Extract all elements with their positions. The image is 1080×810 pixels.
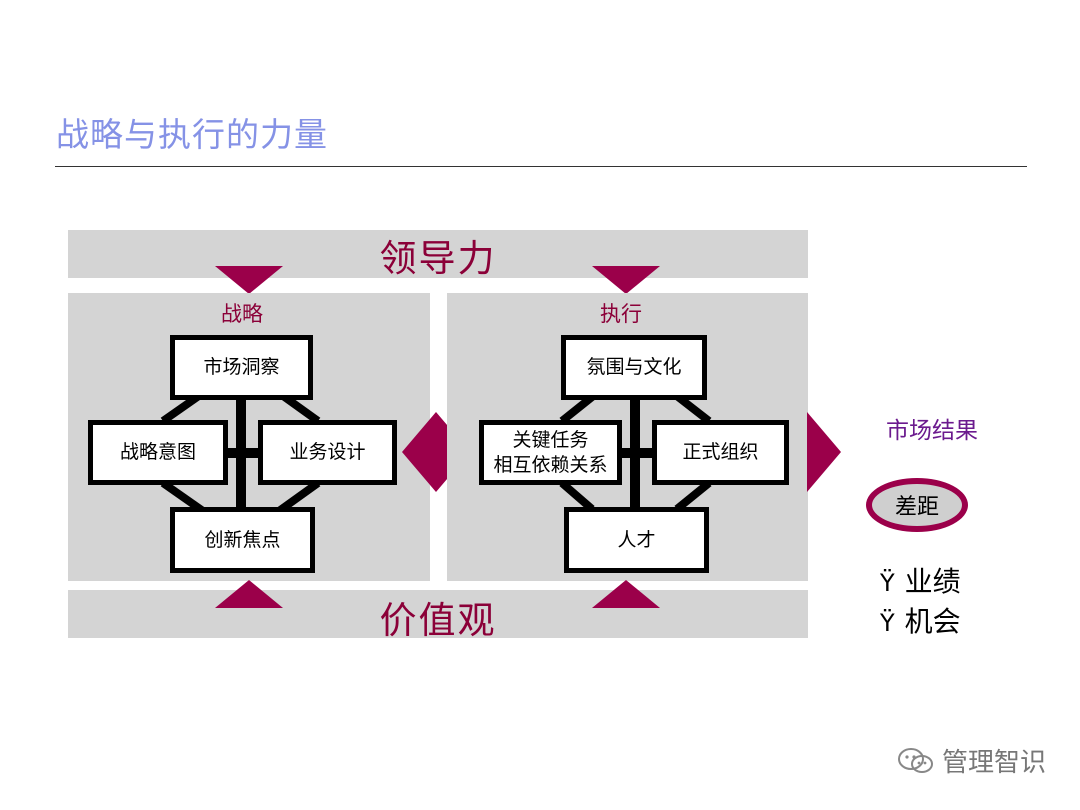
gap-ellipse: 差距 bbox=[866, 478, 968, 532]
critical-tasks-line1: 关键任务 bbox=[512, 428, 589, 451]
market-result-label: 市场结果 bbox=[886, 418, 978, 444]
wechat-icon bbox=[897, 747, 933, 773]
values-band bbox=[68, 590, 808, 638]
values-label: 价值观 bbox=[379, 599, 497, 642]
execution-diag-br bbox=[674, 479, 712, 513]
leadership-arrow-left bbox=[215, 266, 283, 294]
culture-box: 氛围与文化 bbox=[561, 335, 707, 400]
strategy-diag-br bbox=[276, 479, 321, 515]
title-divider bbox=[55, 166, 1027, 167]
bullet-text: 机会 bbox=[904, 605, 961, 638]
strategy-title: 战略 bbox=[221, 302, 263, 326]
leadership-label: 领导力 bbox=[379, 237, 497, 280]
bullet-performance: Ÿ 业绩 bbox=[880, 560, 961, 600]
formal-organization-box: 正式组织 bbox=[652, 420, 789, 485]
execution-title: 执行 bbox=[600, 302, 642, 326]
leadership-band bbox=[68, 230, 808, 278]
innovation-focus-box: 创新焦点 bbox=[170, 507, 315, 573]
bullet-mark: Ÿ bbox=[880, 609, 895, 637]
bullet-text: 业绩 bbox=[904, 565, 961, 598]
strategy-diag-bl bbox=[160, 479, 206, 515]
leadership-arrow-right bbox=[592, 266, 660, 294]
page-title: 战略与执行的力量 bbox=[56, 115, 328, 154]
gap-label: 差距 bbox=[894, 495, 939, 520]
values-arrow-right bbox=[592, 580, 660, 608]
critical-tasks-box: 关键任务 相互依赖关系 bbox=[479, 420, 622, 485]
execution-diag-bl bbox=[559, 479, 595, 513]
result-arrow bbox=[807, 412, 841, 492]
values-arrow-left bbox=[215, 580, 283, 608]
bullet-mark: Ÿ bbox=[880, 569, 895, 597]
critical-tasks-line2: 相互依赖关系 bbox=[493, 453, 608, 476]
bullet-opportunity: Ÿ 机会 bbox=[880, 600, 961, 640]
watermark: 管理智识 bbox=[896, 742, 1046, 779]
market-insight-box: 市场洞察 bbox=[170, 335, 313, 400]
business-design-box: 业务设计 bbox=[258, 420, 397, 485]
strategic-intent-box: 战略意图 bbox=[88, 420, 228, 485]
talent-box: 人才 bbox=[564, 507, 709, 573]
watermark-text: 管理智识 bbox=[941, 748, 1046, 778]
